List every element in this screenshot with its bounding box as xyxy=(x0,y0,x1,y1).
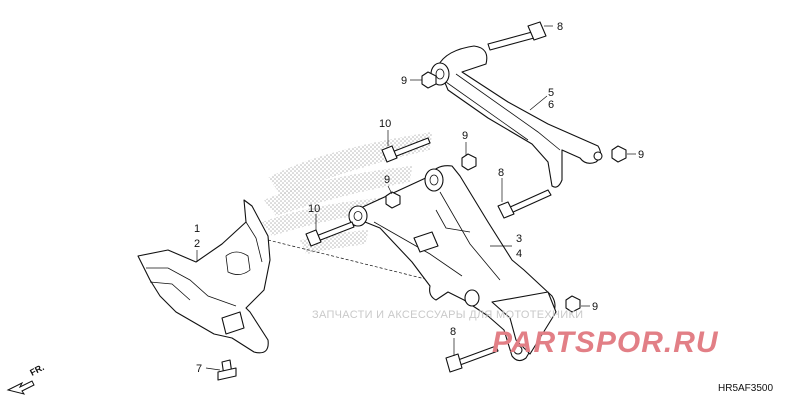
upper-arm xyxy=(430,45,603,188)
bolt-upper-mid xyxy=(497,189,552,219)
nuts xyxy=(385,71,627,313)
callout-3: 3 xyxy=(516,233,522,245)
leader-lines xyxy=(196,25,636,371)
callout-8: 8 xyxy=(498,167,504,179)
diagram-code: HR5AF3500 xyxy=(718,383,773,394)
lower-arm-bracket xyxy=(413,231,439,253)
callout-9: 9 xyxy=(401,75,407,87)
bolt-ten-lower xyxy=(305,221,355,247)
front-direction-arrow-icon xyxy=(6,380,35,395)
callout-10: 10 xyxy=(308,203,320,215)
lower-arm xyxy=(348,165,557,362)
callout-8: 8 xyxy=(450,326,456,338)
callout-10: 10 xyxy=(379,118,391,130)
callout-9: 9 xyxy=(638,149,644,161)
callout-7: 7 xyxy=(196,363,202,375)
bolt-lower-right xyxy=(445,345,499,373)
watermark-logo: PARTSPOR.RU xyxy=(492,326,719,359)
upper-arm-mount-hole xyxy=(593,151,603,161)
callout-8: 8 xyxy=(557,21,563,33)
callout-5: 5 xyxy=(548,87,554,99)
front-direction-label: FR. xyxy=(28,362,45,378)
lower-arm-rear-bushing xyxy=(348,205,368,227)
callout-2: 2 xyxy=(194,238,200,250)
bolt-upper-top xyxy=(487,21,547,51)
callout-1: 1 xyxy=(194,223,200,235)
callout-6: 6 xyxy=(548,99,554,111)
watermark-caption: ЗАПЧАСТИ И АКСЕССУАРЫ ДЛЯ МОТОТЕХНИКИ xyxy=(312,309,583,321)
bolt-ten-upper xyxy=(381,137,431,163)
callout-4: 4 xyxy=(516,248,522,260)
callout-9: 9 xyxy=(462,130,468,142)
guard-screw xyxy=(217,359,237,381)
lower-arm-front-bushing xyxy=(424,168,444,192)
callout-9: 9 xyxy=(384,174,390,186)
arm-guard xyxy=(137,199,271,354)
callout-9: 9 xyxy=(592,301,598,313)
lower-arm-knuckle-bushing xyxy=(464,289,480,307)
